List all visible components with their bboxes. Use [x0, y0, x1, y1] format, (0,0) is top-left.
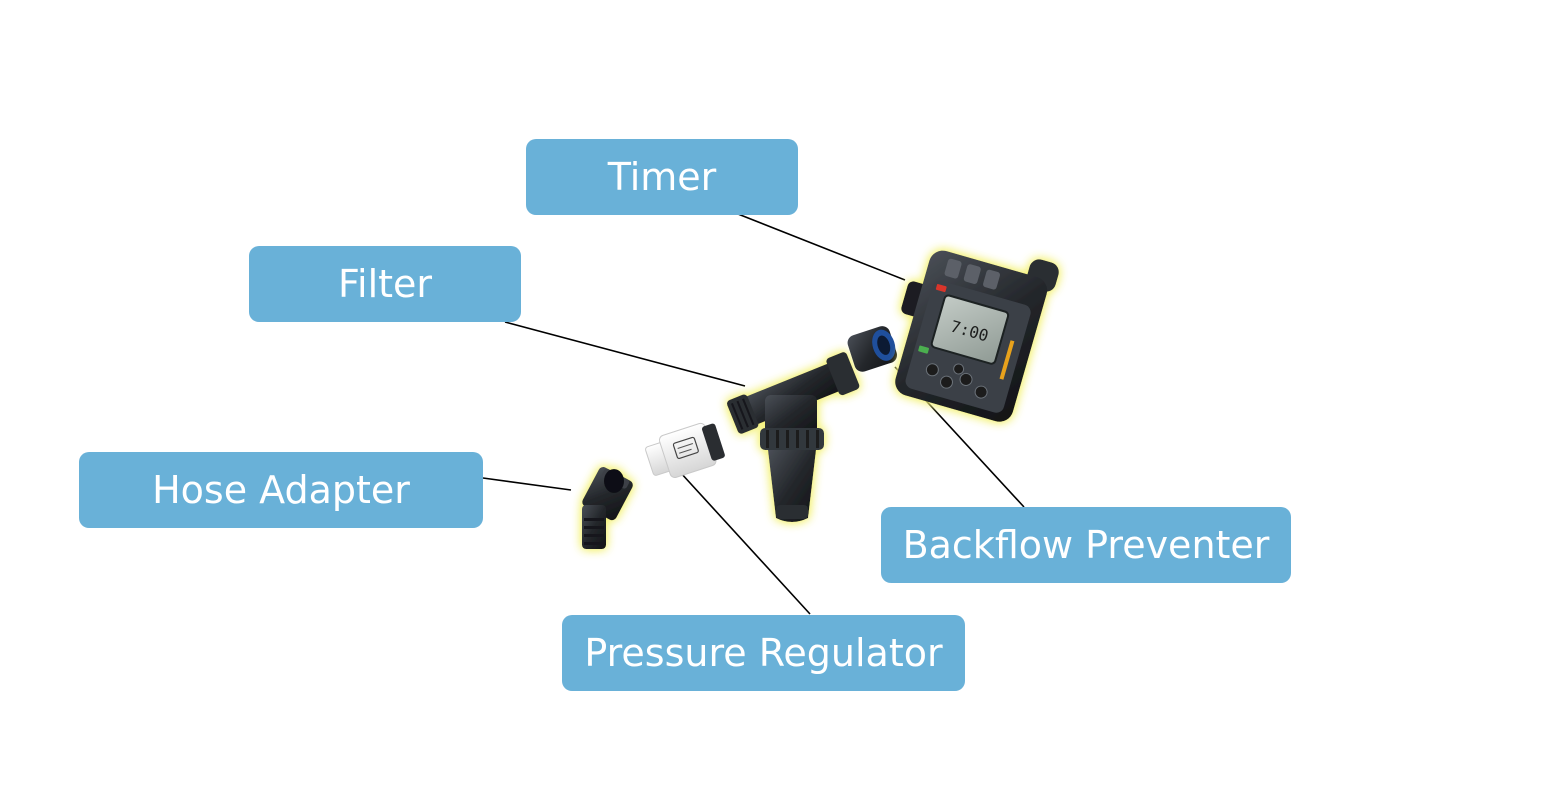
hose-adapter-part [582, 467, 633, 549]
pressure-regulator-part [645, 422, 725, 478]
filter-part [726, 352, 860, 522]
label-backflow-preventer: Backflow Preventer [881, 507, 1291, 583]
leader-line-pressure-regulator [679, 471, 811, 615]
label-hose-adapter: Hose Adapter [79, 452, 483, 528]
label-pressure-regulator: Pressure Regulator [562, 615, 965, 691]
leader-line-filter [504, 321, 746, 387]
label-filter: Filter [249, 246, 521, 322]
backflow-preventer-part [847, 326, 898, 372]
leader-line-hose-adapter [482, 477, 572, 491]
label-timer: Timer [526, 139, 798, 215]
leader-line-timer [737, 213, 906, 281]
timer-part: 7:00 [895, 250, 1059, 422]
